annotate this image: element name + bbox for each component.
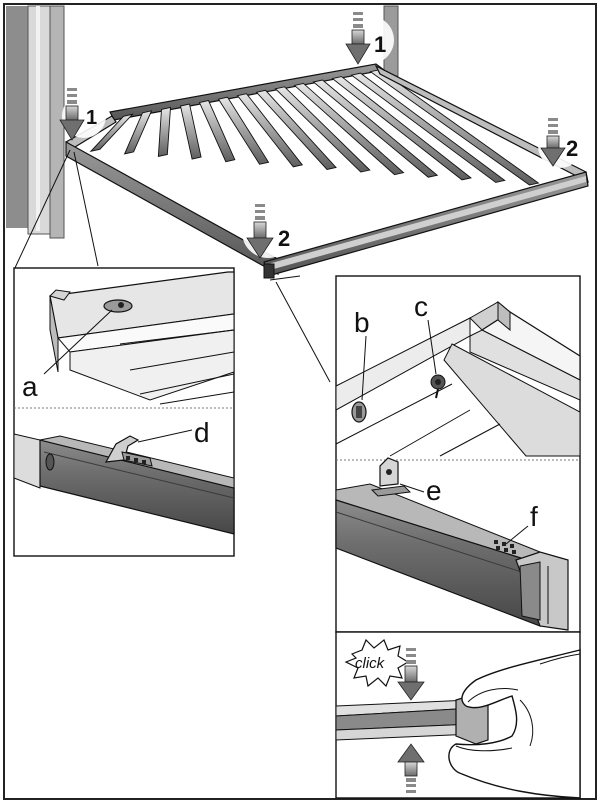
shelf-rod [255, 89, 337, 170]
click-label: click [355, 655, 386, 672]
shelf-rod [331, 76, 473, 181]
shelf-rod [236, 93, 304, 168]
down-arrow-icon [540, 118, 566, 167]
step-label: 1 [86, 107, 97, 129]
click-burst-icon: click [344, 638, 410, 688]
step-arrow-1-right: 1 [345, 12, 394, 65]
shelf-rod [350, 72, 506, 183]
detail-box-right: b c e f [335, 275, 581, 633]
detail-box-left: a d [13, 267, 235, 557]
down-arrow-icon [59, 88, 85, 141]
callout-leaders [13, 149, 331, 383]
wire-shelf [65, 63, 589, 279]
up-arrow-icon [397, 743, 425, 793]
shelf-rod [179, 103, 202, 160]
step-arrow-2-front: 2 [242, 204, 294, 259]
shelf-rod [369, 69, 540, 186]
hand-illustration [448, 649, 581, 799]
shelf-rod [89, 113, 134, 153]
step-arrow-1-left: 1 [59, 88, 106, 141]
rail-cross-section [335, 693, 489, 745]
part-label-c: c [414, 291, 428, 322]
part-label-e: e [426, 475, 442, 506]
shelf-rod [293, 82, 405, 176]
shelf-rod [217, 96, 270, 165]
step-label: 2 [566, 136, 578, 161]
outer-frame [3, 3, 597, 800]
shelf-rod [123, 110, 153, 155]
shelf-underside-detail [335, 300, 581, 457]
rail-hook-detail [13, 433, 235, 535]
down-arrow-icon [246, 204, 274, 259]
step-arrow-2-right: 2 [538, 118, 582, 168]
step-label: 1 [374, 32, 386, 57]
shelf-rod [274, 86, 371, 173]
shelf-corner-detail [49, 271, 235, 405]
down-arrow-icon [397, 648, 425, 701]
step-label: 2 [278, 226, 290, 251]
part-label-f: f [530, 501, 538, 532]
rail-end-detail [335, 457, 569, 631]
shelf-rod [157, 106, 171, 158]
shelf-rod [312, 79, 439, 178]
part-label-a: a [22, 371, 38, 402]
part-label-d: d [194, 417, 210, 448]
part-label-b: b [354, 307, 370, 338]
click-detail-box: click [335, 631, 581, 799]
fridge-left-wall [6, 5, 65, 239]
shelf-rod [198, 100, 236, 163]
down-arrow-icon [345, 12, 371, 65]
